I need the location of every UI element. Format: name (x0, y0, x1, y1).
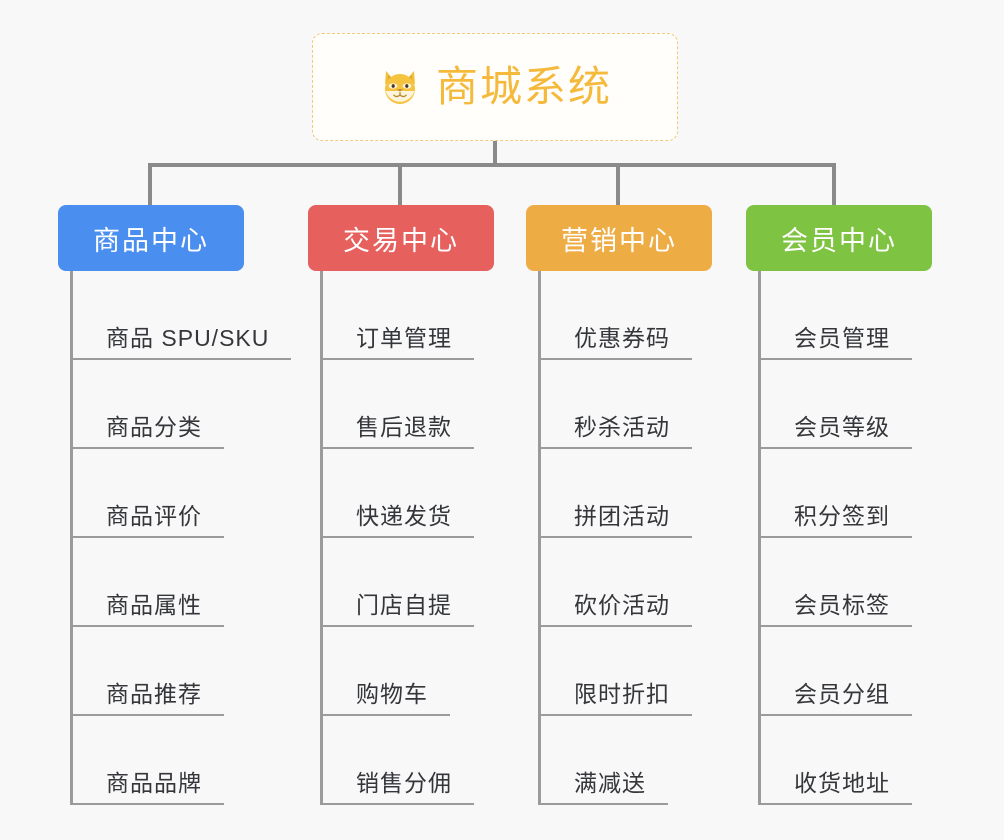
connector-drop-3 (616, 163, 620, 207)
leaf-label: 限时折扣 (541, 681, 692, 716)
leaf-label: 收货地址 (761, 770, 912, 805)
list-item[interactable]: 商品推荐 (73, 627, 291, 716)
branch-trade-center: 交易中心 (308, 205, 494, 271)
leaf-label: 会员等级 (761, 414, 912, 449)
leaf-list-trade-center: 订单管理 售后退款 快递发货 门店自提 购物车 销售分佣 (320, 271, 474, 805)
leaf-label: 商品评价 (73, 503, 224, 538)
leaf-list-member-center: 会员管理 会员等级 积分签到 会员标签 会员分组 收货地址 (758, 271, 912, 805)
leaf-label: 秒杀活动 (541, 414, 692, 449)
leaf-label: 积分签到 (761, 503, 912, 538)
branch-header-label: 营销中心 (561, 225, 677, 256)
leaf-label: 销售分佣 (323, 770, 474, 805)
shiba-dog-face-icon (378, 65, 422, 109)
list-item[interactable]: 积分签到 (761, 449, 912, 538)
branch-header-trade-center[interactable]: 交易中心 (308, 205, 494, 271)
connector-horizontal-bar (148, 163, 836, 167)
list-item[interactable]: 拼团活动 (541, 449, 692, 538)
leaf-label: 会员分组 (761, 681, 912, 716)
connector-root-stem (493, 141, 497, 166)
leaf-list-product-center: 商品 SPU/SKU 商品分类 商品评价 商品属性 商品推荐 商品品牌 (70, 271, 292, 805)
list-item[interactable]: 会员等级 (761, 360, 912, 449)
list-item[interactable]: 商品属性 (73, 538, 291, 627)
list-item[interactable]: 会员管理 (761, 271, 912, 360)
connector-drop-2 (398, 163, 402, 207)
leaf-label: 会员标签 (761, 592, 912, 627)
list-item[interactable]: 快递发货 (323, 449, 474, 538)
list-item[interactable]: 满减送 (541, 716, 692, 805)
branch-header-member-center[interactable]: 会员中心 (746, 205, 932, 271)
leaf-label: 商品推荐 (73, 681, 224, 716)
branch-product-center: 商品中心 (58, 205, 244, 271)
list-item[interactable]: 限时折扣 (541, 627, 692, 716)
leaf-label: 售后退款 (323, 414, 474, 449)
list-item[interactable]: 优惠券码 (541, 271, 692, 360)
leaf-label: 砍价活动 (541, 592, 692, 627)
leaf-label: 拼团活动 (541, 503, 692, 538)
leaf-label: 会员管理 (761, 325, 912, 360)
leaf-label: 商品 SPU/SKU (73, 325, 292, 360)
list-item[interactable]: 销售分佣 (323, 716, 474, 805)
list-item[interactable]: 商品分类 (73, 360, 291, 449)
leaf-label: 门店自提 (323, 592, 474, 627)
connector-drop-4 (832, 163, 836, 207)
leaf-label: 商品分类 (73, 414, 224, 449)
leaf-label: 商品品牌 (73, 770, 224, 805)
list-item[interactable]: 收货地址 (761, 716, 912, 805)
list-item[interactable]: 商品品牌 (73, 716, 291, 805)
branch-header-label: 交易中心 (343, 225, 459, 256)
leaf-list-marketing-center: 优惠券码 秒杀活动 拼团活动 砍价活动 限时折扣 满减送 (538, 271, 692, 805)
list-item[interactable]: 会员标签 (761, 538, 912, 627)
leaf-label: 优惠券码 (541, 325, 692, 360)
list-item[interactable]: 商品评价 (73, 449, 291, 538)
list-item[interactable]: 订单管理 (323, 271, 474, 360)
root-node[interactable]: 商城系统 (312, 33, 678, 141)
branch-header-marketing-center[interactable]: 营销中心 (526, 205, 712, 271)
branch-header-product-center[interactable]: 商品中心 (58, 205, 244, 271)
list-item[interactable]: 商品 SPU/SKU (73, 271, 292, 360)
leaf-label: 满减送 (541, 770, 668, 805)
leaf-label: 订单管理 (323, 325, 474, 360)
list-item[interactable]: 秒杀活动 (541, 360, 692, 449)
list-item[interactable]: 砍价活动 (541, 538, 692, 627)
list-item[interactable]: 门店自提 (323, 538, 474, 627)
list-item[interactable]: 会员分组 (761, 627, 912, 716)
leaf-label: 商品属性 (73, 592, 224, 627)
leaf-label: 购物车 (323, 681, 450, 716)
root-title: 商城系统 (435, 63, 612, 110)
branch-member-center: 会员中心 (746, 205, 932, 271)
branch-header-label: 商品中心 (93, 225, 209, 256)
list-item[interactable]: 售后退款 (323, 360, 474, 449)
list-item[interactable]: 购物车 (323, 627, 474, 716)
leaf-label: 快递发货 (323, 503, 474, 538)
connector-drop-1 (148, 163, 152, 207)
branch-header-label: 会员中心 (781, 225, 897, 256)
branch-marketing-center: 营销中心 (526, 205, 712, 271)
